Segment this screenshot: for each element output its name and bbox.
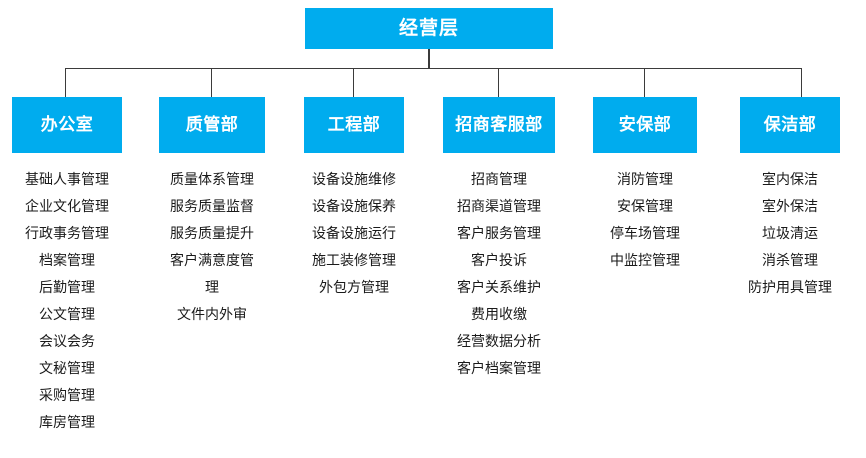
list-item: 消防管理 — [617, 172, 673, 188]
list-item: 设备设施维修 — [312, 172, 396, 188]
list-item: 企业文化管理 — [25, 199, 109, 215]
list-item: 室外保洁 — [762, 199, 818, 215]
root-node-label: 经营层 — [398, 17, 459, 39]
list-item: 费用收缴 — [471, 307, 527, 323]
connector-drop-5 — [801, 68, 802, 97]
department-label: 安保部 — [618, 114, 672, 135]
department-column-quality: 质管部 质量体系管理 服务质量监督 服务质量提升 客户满意度管理 文件内外审 — [159, 97, 265, 329]
department-node-office[interactable]: 办公室 — [12, 97, 122, 153]
list-item: 采购管理 — [39, 388, 95, 404]
connector-drop-2 — [353, 68, 354, 97]
list-item: 消杀管理 — [762, 253, 818, 269]
department-node-quality[interactable]: 质管部 — [159, 97, 265, 153]
department-item-list: 质量体系管理 服务质量监督 服务质量提升 客户满意度管理 文件内外审 — [159, 167, 265, 329]
list-item: 设备设施运行 — [312, 226, 396, 242]
list-item: 客户满意度管理 — [170, 253, 254, 296]
list-item: 公文管理 — [39, 307, 95, 323]
list-item: 招商管理 — [471, 172, 527, 188]
department-label: 保洁部 — [763, 114, 817, 135]
department-column-leasing-customer-service: 招商客服部 招商管理 招商渠道管理 客户服务管理 客户投诉 客户关系维护 费用收… — [443, 97, 555, 383]
list-item: 经营数据分析 — [457, 334, 541, 350]
list-item: 招商渠道管理 — [457, 199, 541, 215]
connector-drop-3 — [498, 68, 499, 97]
connector-root-vertical — [428, 49, 430, 69]
department-label: 工程部 — [327, 114, 381, 135]
list-item: 行政事务管理 — [25, 226, 109, 242]
connector-drop-0 — [65, 68, 66, 97]
list-item: 客户服务管理 — [457, 226, 541, 242]
list-item: 档案管理 — [39, 253, 95, 269]
list-item: 会议会务 — [39, 334, 95, 350]
list-item: 室内保洁 — [762, 172, 818, 188]
department-item-list: 招商管理 招商渠道管理 客户服务管理 客户投诉 客户关系维护 费用收缴 经营数据… — [443, 167, 555, 383]
department-column-office: 办公室 基础人事管理 企业文化管理 行政事务管理 档案管理 后勤管理 公文管理 … — [12, 97, 122, 437]
department-label: 办公室 — [40, 114, 94, 135]
department-column-engineering: 工程部 设备设施维修 设备设施保养 设备设施运行 施工装修管理 外包方管理 — [304, 97, 404, 302]
list-item: 客户关系维护 — [457, 280, 541, 296]
connector-drop-4 — [644, 68, 645, 97]
department-item-list: 室内保洁 室外保洁 垃圾清运 消杀管理 防护用具管理 — [740, 167, 840, 302]
department-column-cleaning: 保洁部 室内保洁 室外保洁 垃圾清运 消杀管理 防护用具管理 — [740, 97, 840, 302]
list-item: 文件内外审 — [177, 307, 247, 323]
department-node-cleaning[interactable]: 保洁部 — [740, 97, 840, 153]
list-item: 质量体系管理 — [170, 172, 254, 188]
connector-horizontal-bus — [65, 68, 802, 69]
department-node-engineering[interactable]: 工程部 — [304, 97, 404, 153]
list-item: 中监控管理 — [610, 253, 680, 269]
department-item-list: 消防管理 安保管理 停车场管理 中监控管理 — [593, 167, 697, 275]
department-label: 质管部 — [185, 114, 239, 135]
list-item: 后勤管理 — [39, 280, 95, 296]
list-item: 外包方管理 — [319, 280, 389, 296]
list-item: 服务质量监督 — [170, 199, 254, 215]
department-node-leasing-customer-service[interactable]: 招商客服部 — [443, 97, 555, 153]
list-item: 施工装修管理 — [312, 253, 396, 269]
list-item: 基础人事管理 — [25, 172, 109, 188]
list-item: 客户档案管理 — [457, 361, 541, 377]
list-item: 库房管理 — [39, 415, 95, 431]
department-label: 招商客服部 — [455, 114, 543, 135]
list-item: 设备设施保养 — [312, 199, 396, 215]
root-node-management-layer[interactable]: 经营层 — [305, 8, 553, 49]
list-item: 防护用具管理 — [748, 280, 832, 296]
list-item: 客户投诉 — [471, 253, 527, 269]
list-item: 服务质量提升 — [170, 226, 254, 242]
list-item: 文秘管理 — [39, 361, 95, 377]
department-item-list: 基础人事管理 企业文化管理 行政事务管理 档案管理 后勤管理 公文管理 会议会务… — [12, 167, 122, 437]
list-item: 垃圾清运 — [762, 226, 818, 242]
department-node-security[interactable]: 安保部 — [593, 97, 697, 153]
connector-drop-1 — [211, 68, 212, 97]
list-item: 安保管理 — [617, 199, 673, 215]
department-item-list: 设备设施维修 设备设施保养 设备设施运行 施工装修管理 外包方管理 — [304, 167, 404, 302]
list-item: 停车场管理 — [610, 226, 680, 242]
department-column-security: 安保部 消防管理 安保管理 停车场管理 中监控管理 — [593, 97, 697, 275]
